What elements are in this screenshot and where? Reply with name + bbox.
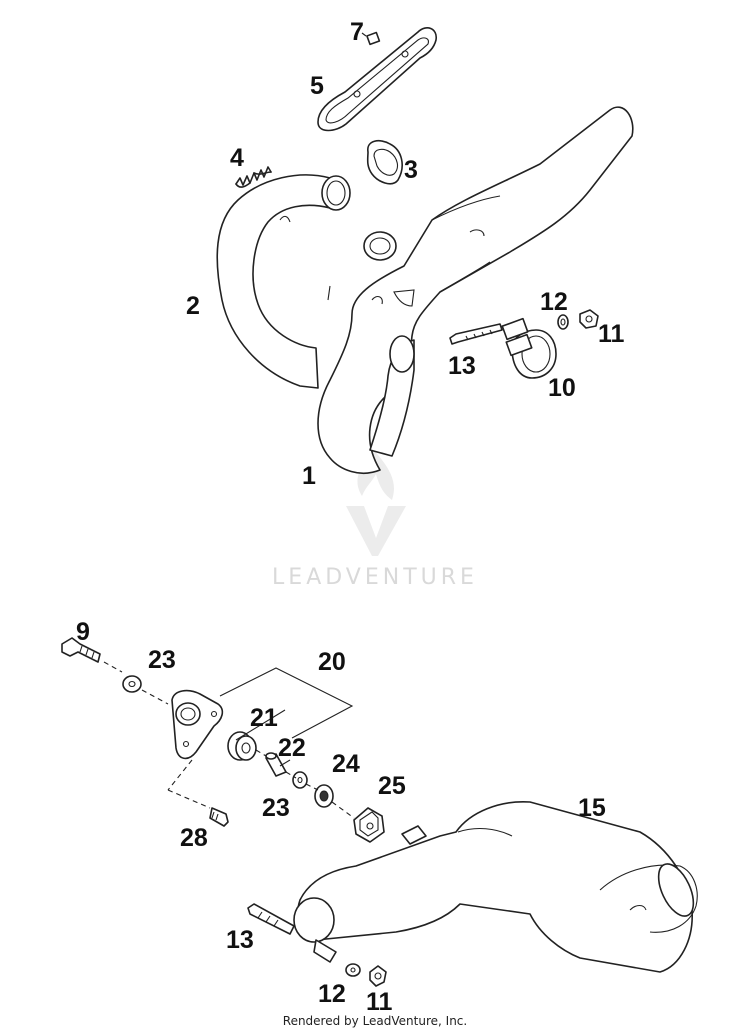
callout-28: 28 [180, 824, 208, 852]
callout-13-bottom: 13 [226, 926, 254, 954]
part-3-gasket [366, 139, 403, 185]
callout-7: 7 [350, 18, 364, 46]
part-5-heat-shield [317, 27, 437, 132]
callout-labels: 7 5 4 3 2 12 11 13 10 1 9 23 20 21 22 24… [76, 18, 625, 1016]
part-15-silencer [293, 801, 698, 973]
leadventure-watermark: LEADVENTURE [272, 448, 478, 590]
callout-23-top: 23 [148, 646, 176, 674]
part-24-washer [314, 784, 334, 808]
callout-5: 5 [310, 72, 324, 100]
callout-2: 2 [186, 292, 200, 320]
watermark-v-icon [346, 506, 406, 556]
part-2-header-pipe [216, 174, 351, 389]
callout-21: 21 [250, 704, 278, 732]
part-11-nut-bottom [369, 965, 387, 987]
part-23-washer-bottom [292, 771, 308, 789]
part-1-exhaust-pipe [317, 106, 634, 474]
callout-12-bottom: 12 [318, 980, 346, 1008]
callout-10: 10 [548, 374, 576, 402]
callout-9: 9 [76, 618, 90, 646]
part-10-clamp [501, 317, 557, 379]
callout-3: 3 [404, 156, 418, 184]
callout-11-top: 11 [598, 320, 625, 348]
callout-24: 24 [332, 750, 360, 778]
part-11-nut-top [579, 309, 599, 329]
part-9-bolt [61, 637, 123, 673]
part-7-bolt [361, 31, 381, 46]
footer-credit: Rendered by LeadVenture, Inc. [282, 1014, 468, 1028]
callout-23-bottom: 23 [262, 794, 290, 822]
callout-12-top: 12 [540, 288, 568, 316]
callout-25: 25 [378, 772, 406, 800]
part-23-washer-top [122, 675, 169, 705]
callout-11-bottom: 11 [366, 988, 393, 1016]
callout-4: 4 [230, 144, 244, 172]
part-21-grommet [227, 731, 257, 761]
part-12-washer-bottom [345, 963, 361, 977]
part-20-bracket [167, 689, 224, 791]
part-28-bolt [209, 807, 229, 827]
part-12-washer-top [557, 314, 569, 330]
callout-15: 15 [578, 794, 606, 822]
part-20-group-lines [167, 667, 355, 819]
callout-22: 22 [278, 734, 306, 762]
part-13-bolt-bottom [247, 903, 295, 935]
part-13-bolt-top [449, 323, 503, 345]
part-4-spring [235, 166, 272, 188]
leader-lines [235, 709, 291, 767]
callout-13-top: 13 [448, 352, 476, 380]
part-25-clip-nut [353, 807, 385, 843]
watermark-text: LEADVENTURE [272, 565, 478, 590]
callout-20: 20 [318, 648, 346, 676]
callout-1: 1 [302, 462, 316, 490]
